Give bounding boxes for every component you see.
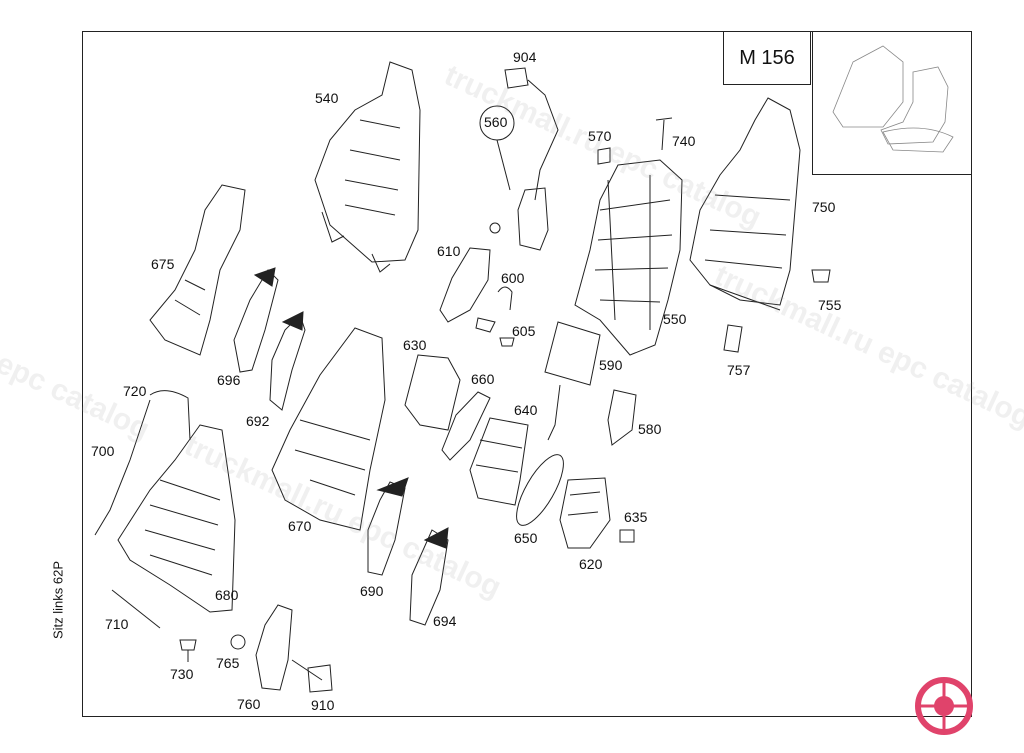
part-label-590: 590	[599, 357, 623, 373]
part-680-backrest	[117, 424, 236, 613]
part-label-740: 740	[672, 133, 696, 149]
part-750-shell	[689, 97, 801, 306]
part-label-692: 692	[246, 413, 270, 429]
part-label-620: 620	[579, 556, 603, 572]
part-650-ring	[516, 454, 564, 526]
seat-thumbnail-drawing	[832, 45, 954, 153]
side-label: Sitz links 62P	[50, 560, 66, 640]
part-757-label	[723, 324, 743, 353]
part-640-panel	[469, 417, 529, 506]
part-755-bolt	[811, 269, 831, 283]
part-710-strap	[111, 589, 161, 629]
part-760-pad	[255, 604, 293, 691]
part-610-panel	[439, 247, 491, 323]
truckmall-logo	[862, 640, 1022, 748]
part-590-plate	[544, 321, 601, 386]
part-570-clip	[597, 147, 611, 165]
part-740-bolt	[655, 117, 673, 151]
part-label-630: 630	[403, 337, 427, 353]
part-motor	[517, 187, 549, 251]
part-730-screw	[179, 639, 197, 662]
part-label-550: 550	[663, 311, 687, 327]
part-904-harness	[504, 67, 559, 201]
part-label-600: 600	[501, 270, 525, 286]
part-label-710: 710	[105, 616, 129, 632]
part-label-570: 570	[588, 128, 612, 144]
part-label-755: 755	[818, 297, 842, 313]
part-label-750: 750	[812, 199, 836, 215]
part-label-730: 730	[170, 666, 194, 682]
part-label-635: 635	[624, 509, 648, 525]
model-label: M 156	[723, 31, 811, 85]
part-696-cover	[233, 269, 279, 373]
part-label-696: 696	[217, 372, 241, 388]
part-label-904: 904	[513, 49, 537, 65]
part-540-backrest	[314, 61, 421, 263]
part-635-screw	[619, 529, 635, 543]
part-label-690: 690	[360, 583, 384, 599]
part-label-720: 720	[123, 383, 147, 399]
part-label-660: 660	[471, 371, 495, 387]
part-label-610: 610	[437, 243, 461, 259]
part-620-housing	[559, 477, 611, 549]
part-692-cover	[269, 314, 306, 411]
part-label-760: 760	[237, 696, 261, 712]
truckmall-logo-mark	[915, 677, 973, 735]
part-630-console	[404, 354, 461, 431]
part-700-trim	[94, 399, 151, 536]
part-690-cover	[367, 481, 406, 576]
seat-thumbnail	[812, 31, 972, 175]
part-label-675: 675	[151, 256, 175, 272]
part-660-cover	[441, 391, 491, 461]
part-600-bracket	[497, 286, 513, 311]
part-label-560: 560	[484, 114, 508, 130]
part-label-700: 700	[91, 443, 115, 459]
part-550-frame	[574, 159, 683, 356]
part-label-765: 765	[216, 655, 240, 671]
part-label-640: 640	[514, 402, 538, 418]
part-580-bracket	[607, 389, 637, 446]
part-label-757: 757	[727, 362, 751, 378]
part-label-650: 650	[514, 530, 538, 546]
part-label-605: 605	[512, 323, 536, 339]
part-label-670: 670	[288, 518, 312, 534]
part-label-694: 694	[433, 613, 457, 629]
part-720-wire	[149, 390, 191, 441]
part-label-580: 580	[638, 421, 662, 437]
part-765-washer	[230, 634, 246, 650]
diagram-frame	[82, 31, 972, 717]
part-label-680: 680	[215, 587, 239, 603]
part-label-910: 910	[311, 697, 335, 713]
part-694-cover	[409, 529, 449, 626]
part-670-frame	[271, 327, 386, 531]
part-675-panel	[149, 184, 246, 356]
part-label-540: 540	[315, 90, 339, 106]
